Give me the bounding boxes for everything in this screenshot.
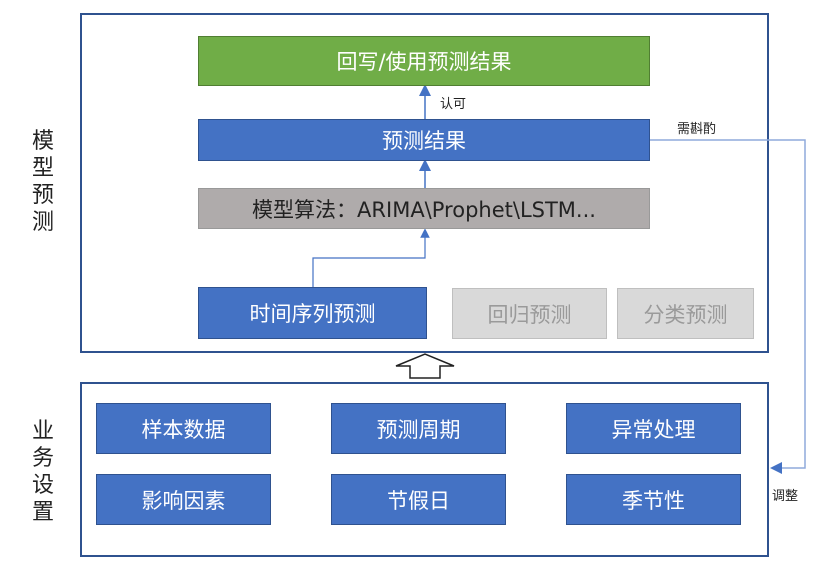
business-item: 样本数据: [96, 403, 271, 454]
business-item: 预测周期: [331, 403, 506, 454]
regression-box: 回归预测: [452, 288, 607, 339]
classification-box: 分类预测: [617, 288, 754, 339]
business-section-label: 业务设置: [31, 419, 54, 525]
model-frame: [80, 13, 769, 353]
model-section-label: 模型预测: [31, 129, 54, 235]
hollow-up-arrow-icon: [395, 353, 455, 379]
business-item: 节假日: [331, 474, 506, 525]
arrow-result-to-business: [650, 139, 806, 474]
consider-label: 需斟酌: [677, 122, 717, 137]
time-series-box: 时间序列预测: [198, 287, 427, 339]
algorithm-box: 模型算法：ARIMA\Prophet\LSTM...: [198, 188, 650, 229]
arrow-timeseries-to-algo: [312, 228, 430, 287]
writeback-box: 回写/使用预测结果: [198, 36, 650, 86]
adjust-label: 调整: [772, 489, 799, 504]
result-box: 预测结果: [198, 119, 650, 161]
business-frame: [80, 382, 769, 557]
approve-label: 认可: [440, 97, 467, 112]
business-item: 异常处理: [566, 403, 741, 454]
business-item: 影响因素: [96, 474, 271, 525]
business-item: 季节性: [566, 474, 741, 525]
